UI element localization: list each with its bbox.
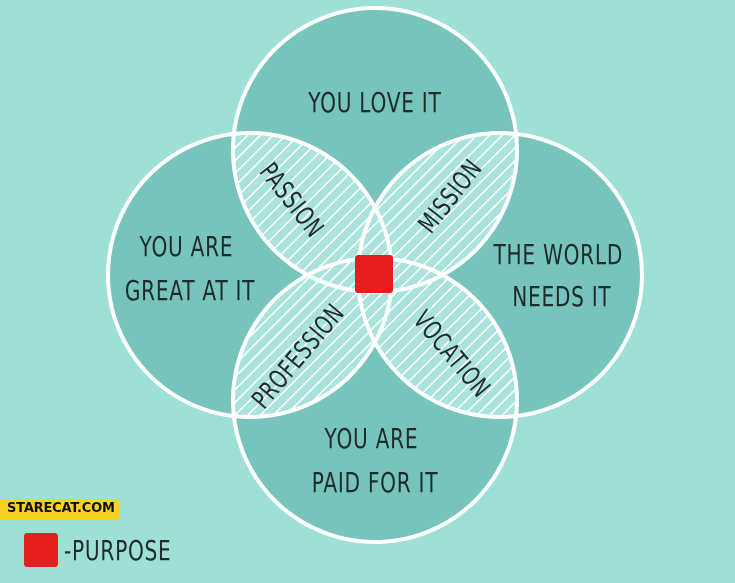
label-paid: YOU ARE PAID FOR IT — [312, 422, 438, 499]
label-needs: THE WORLD NEEDS IT — [493, 238, 631, 313]
legend: -PURPOSE — [24, 530, 213, 570]
watermark-badge: STARECAT.COM — [0, 499, 120, 519]
label-great: YOU ARE GREAT AT IT — [125, 230, 255, 307]
purpose-square — [355, 255, 393, 293]
legend-swatch — [24, 533, 58, 567]
label-love: YOU LOVE IT — [307, 86, 441, 119]
legend-label: -PURPOSE — [64, 533, 172, 567]
